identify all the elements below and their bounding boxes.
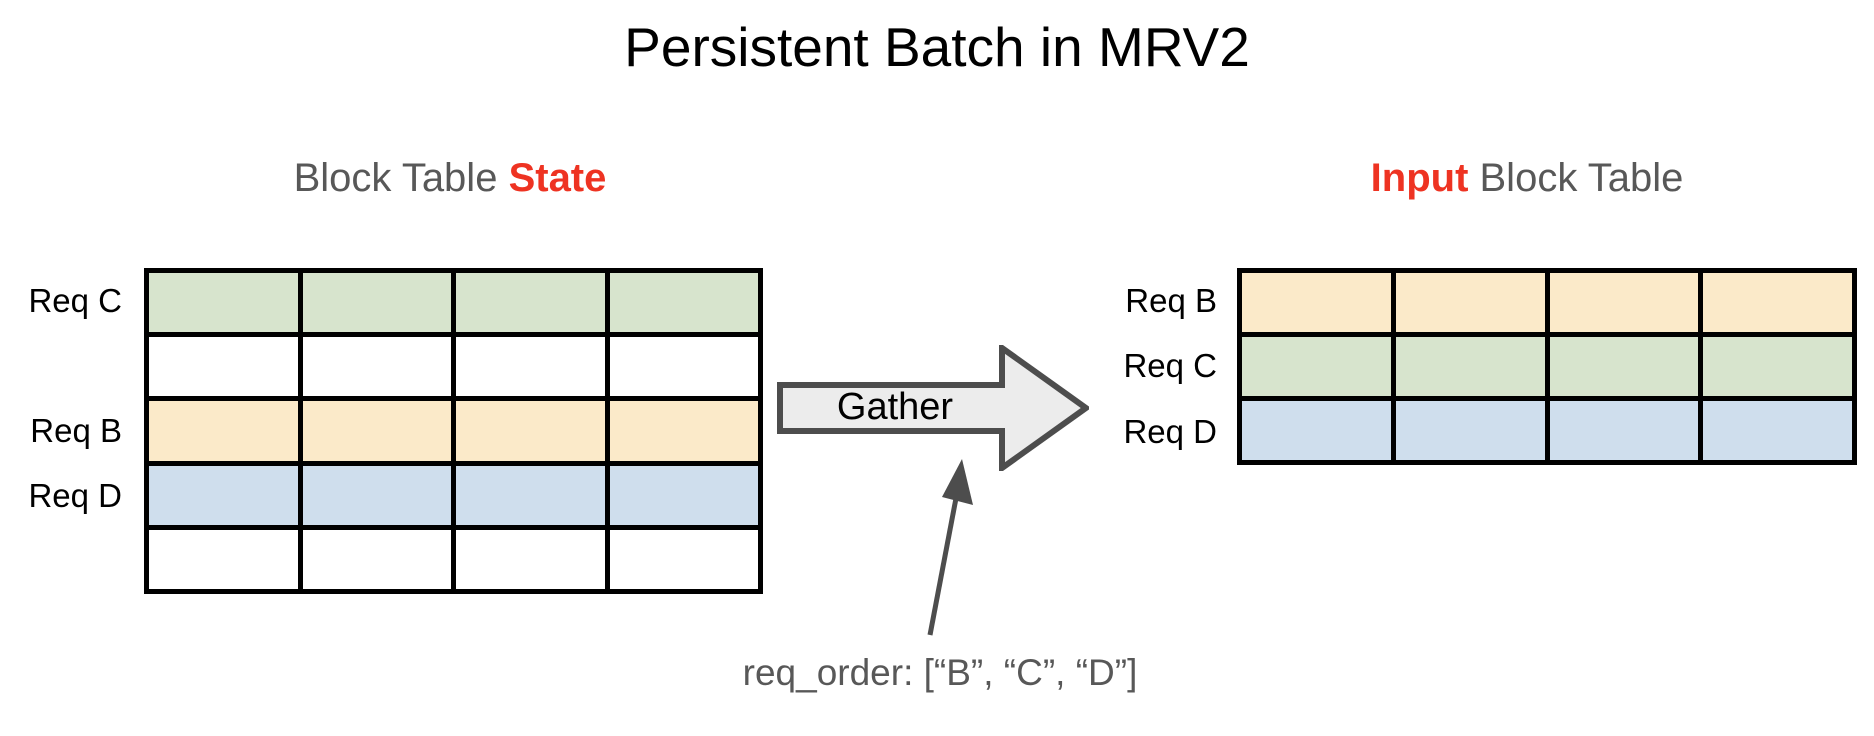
table-cell bbox=[149, 401, 303, 466]
row-label: Req D bbox=[1123, 413, 1217, 450]
input-block-table-heading: Input Block Table bbox=[1180, 154, 1874, 202]
table-cell bbox=[456, 401, 610, 466]
heading-left-plain: Block Table bbox=[293, 156, 509, 200]
gather-arrow-icon bbox=[777, 345, 1089, 471]
table-cell bbox=[1395, 401, 1550, 465]
table-cell bbox=[302, 337, 456, 402]
table-cell bbox=[456, 529, 610, 594]
table-cell bbox=[1703, 337, 1857, 401]
row-label: Req C bbox=[28, 281, 122, 319]
block-table-state-heading: Block Table State bbox=[100, 154, 800, 202]
table-cell bbox=[1549, 337, 1704, 401]
heading-right-accent: Input bbox=[1370, 156, 1469, 200]
table-cell bbox=[1703, 273, 1857, 337]
table-cell bbox=[1242, 273, 1396, 337]
table-cell bbox=[302, 465, 456, 530]
gather-label: Gather bbox=[836, 386, 954, 428]
table-cell bbox=[149, 273, 303, 338]
table-cell bbox=[149, 465, 303, 530]
table-cell bbox=[609, 273, 763, 338]
req-order-pointer-arrow-icon bbox=[927, 459, 973, 636]
table-cell bbox=[1242, 401, 1396, 465]
req-order-caption: req_order: [“B”, “C”, “D”] bbox=[742, 652, 1138, 693]
row-label: Req B bbox=[1125, 281, 1217, 319]
table-cell bbox=[302, 529, 456, 594]
table-cell bbox=[1549, 273, 1704, 337]
table-cell bbox=[1242, 337, 1396, 401]
table-cell bbox=[456, 337, 610, 402]
table-cell bbox=[1395, 273, 1550, 337]
heading-right-plain: Block Table bbox=[1468, 156, 1684, 200]
heading-left-accent: State bbox=[508, 156, 607, 200]
block-table-state-grid bbox=[144, 268, 763, 594]
table-cell bbox=[302, 401, 456, 466]
table-cell bbox=[1395, 337, 1550, 401]
table-cell bbox=[1549, 401, 1704, 465]
row-label: Req B bbox=[30, 412, 122, 449]
row-label: Req C bbox=[1123, 347, 1217, 385]
row-label: Req D bbox=[28, 477, 122, 515]
table-cell bbox=[149, 337, 303, 402]
table-cell bbox=[456, 465, 610, 530]
input-block-table-grid bbox=[1237, 268, 1857, 465]
table-cell bbox=[609, 337, 763, 402]
table-cell bbox=[609, 465, 763, 530]
table-cell bbox=[609, 529, 763, 594]
table-cell bbox=[302, 273, 456, 338]
page-title: Persistent Batch in MRV2 bbox=[624, 16, 1250, 78]
table-cell bbox=[149, 529, 303, 594]
table-cell bbox=[1703, 401, 1857, 465]
table-cell bbox=[609, 401, 763, 466]
table-cell bbox=[456, 273, 610, 338]
